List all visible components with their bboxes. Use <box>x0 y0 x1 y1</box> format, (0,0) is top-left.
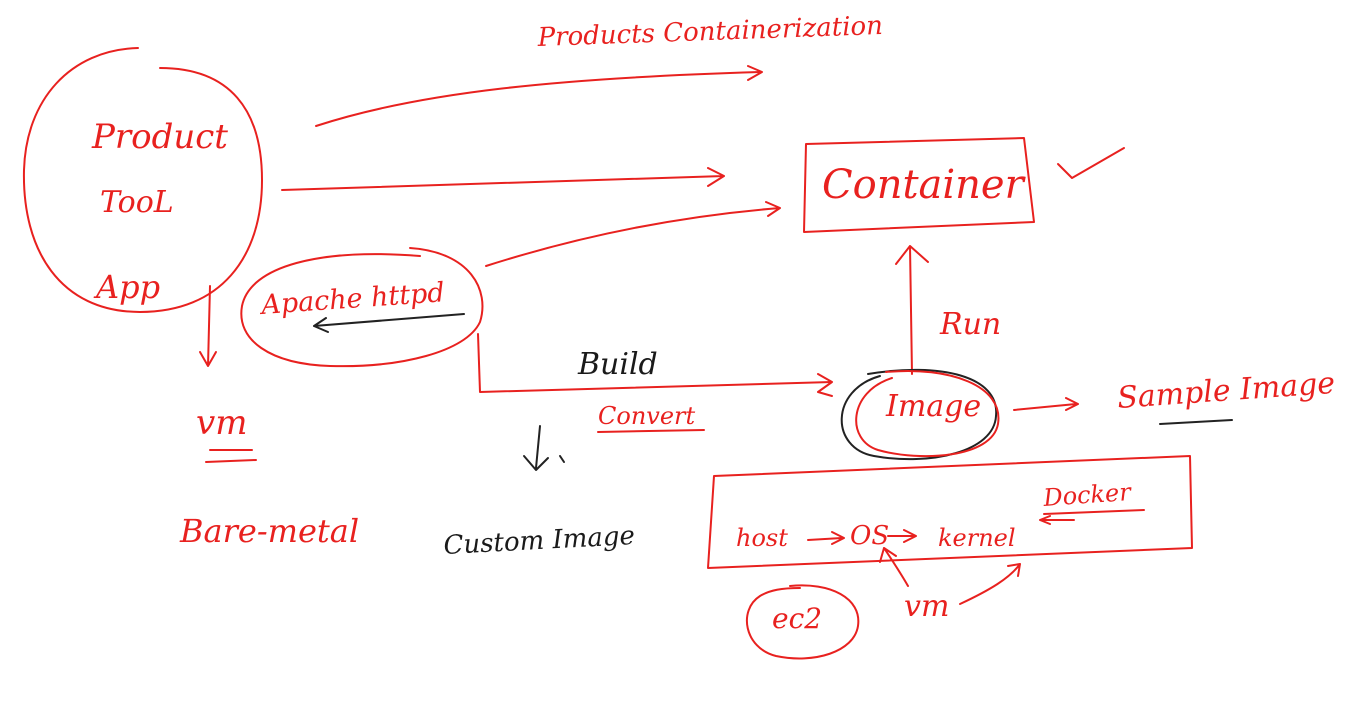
run-arrow <box>895 245 929 375</box>
apache-underline-arrow <box>313 313 465 333</box>
host-label: host <box>736 524 788 552</box>
convert-label: Convert <box>598 402 696 430</box>
build-arrow <box>477 333 833 397</box>
vm-label: vm <box>196 403 247 443</box>
custom-image-label: Custom Image <box>443 521 636 561</box>
title-arrow <box>315 65 763 127</box>
container-label: Container <box>822 162 1027 208</box>
sample-image-label: Sample Image <box>1116 366 1336 416</box>
app-label: App <box>93 268 160 306</box>
apache-to-container-arrow <box>485 201 781 267</box>
vm-underline <box>205 449 257 463</box>
vm-to-os-arrow <box>879 547 909 587</box>
sample-underline <box>1159 419 1233 425</box>
apache-ellipse <box>240 247 484 368</box>
down-to-vm-arrow <box>199 285 217 367</box>
apache-label: Apache httpd <box>257 277 445 321</box>
product-to-container-arrow <box>281 167 725 191</box>
docker-underline <box>1039 509 1145 525</box>
container-box <box>803 137 1035 233</box>
docker-box <box>707 455 1193 569</box>
build-label: Build <box>577 347 658 382</box>
image-label: Image <box>885 389 981 424</box>
product-label: Product <box>91 117 228 157</box>
ec2-label: ec2 <box>772 602 822 635</box>
product-circle <box>22 47 263 313</box>
docker-label: Docker <box>1041 478 1133 512</box>
kernel-label: kernel <box>938 524 1016 552</box>
image-to-sample-arrow <box>1013 397 1079 411</box>
host-to-os-arrow <box>807 531 845 545</box>
custom-image-down-arrow <box>523 425 549 471</box>
vm2-label: vm <box>904 589 949 624</box>
run-label: Run <box>939 307 1001 342</box>
title-label: Products Containerization <box>536 11 883 53</box>
vm-to-kernel-arrow <box>959 563 1021 605</box>
check-mark <box>1057 147 1125 179</box>
custom-image-tick <box>559 455 565 463</box>
os-label: OS <box>850 521 889 551</box>
os-to-kernel-arrow <box>887 529 917 543</box>
convert-underline <box>597 429 705 433</box>
image-ellipse-inner <box>855 370 1000 458</box>
bare-metal-label: Bare-metal <box>179 512 359 550</box>
tool-label: TooL <box>100 185 174 220</box>
ec2-circle <box>745 584 860 660</box>
